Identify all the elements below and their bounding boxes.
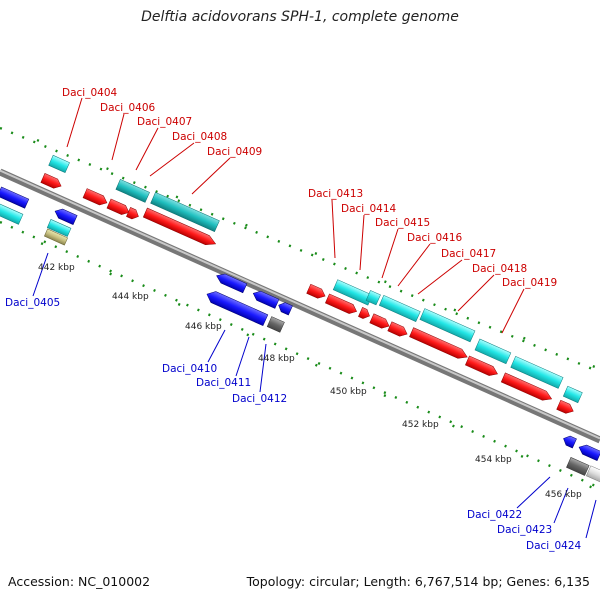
gene-daci-0413[interactable] xyxy=(306,283,328,300)
feature-cyan-left-edge[interactable] xyxy=(0,203,24,225)
gene-label-daci-0419[interactable]: Daci_0419 xyxy=(502,277,557,289)
reverse-features xyxy=(0,186,600,484)
gene-daci-0410-upper[interactable] xyxy=(215,271,248,294)
feature-cyan-0405[interactable] xyxy=(46,219,72,237)
gene-label-daci-0407[interactable]: Daci_0407 xyxy=(137,116,192,128)
genome-backbone xyxy=(0,168,600,444)
gene-label-daci-0411[interactable]: Daci_0411 xyxy=(196,377,251,389)
feature-teal-0409[interactable] xyxy=(150,191,220,233)
gene-label-daci-0409[interactable]: Daci_0409 xyxy=(207,146,262,158)
gene-daci-0424-light[interactable] xyxy=(586,465,600,484)
gene-label-daci-0405[interactable]: Daci_0405 xyxy=(5,297,60,309)
kbp-label: 456 kbp xyxy=(545,490,582,500)
callout-lines xyxy=(32,97,597,539)
gene-daci-0418[interactable] xyxy=(465,355,499,379)
accession-label: Accession: NC_010002 xyxy=(8,574,151,589)
feature-cyan-right-edge[interactable] xyxy=(562,385,583,404)
genome-summary: Topology: circular; Length: 6,767,514 bp… xyxy=(246,574,590,589)
gene-label-daci-0415[interactable]: Daci_0415 xyxy=(375,217,430,229)
gene-daci-0404[interactable] xyxy=(40,173,63,190)
gene-daci-0414[interactable] xyxy=(325,293,358,316)
gene-label-daci-0404[interactable]: Daci_0404 xyxy=(62,87,118,99)
gene-label-daci-0424[interactable]: Daci_0424 xyxy=(526,540,582,552)
gene-daci-0410[interactable] xyxy=(204,289,269,327)
gene-daci-0406[interactable] xyxy=(82,188,109,208)
map-title: Delftia acidovorans SPH-1, complete geno… xyxy=(141,9,459,25)
feature-cyan-0415[interactable] xyxy=(365,290,381,306)
gene-daci-0417[interactable] xyxy=(409,327,469,362)
kbp-label: 452 kbp xyxy=(402,420,439,430)
gene-daci-0412-gray[interactable] xyxy=(266,316,285,333)
gene-label-daci-0408[interactable]: Daci_0408 xyxy=(172,131,227,143)
feature-cyan-0419[interactable] xyxy=(510,356,564,389)
gene-left-edge-blue[interactable] xyxy=(0,186,30,209)
feature-olive-0405[interactable] xyxy=(43,228,69,246)
gene-daci-0412-upper[interactable] xyxy=(277,301,293,316)
gene-label-daci-0418[interactable]: Daci_0418 xyxy=(472,263,527,275)
gene-daci-0411-upper[interactable] xyxy=(251,289,280,309)
gene-label-daci-0406[interactable]: Daci_0406 xyxy=(100,102,156,114)
kbp-label: 450 kbp xyxy=(330,387,367,397)
feature-cyan-0416[interactable] xyxy=(378,294,421,322)
forward-gene-labels: Daci_0404 Daci_0406 Daci_0407 Daci_0408 … xyxy=(62,87,557,289)
feature-cyan-0418[interactable] xyxy=(474,338,512,365)
reverse-tick-track xyxy=(0,220,600,493)
gene-daci-0408[interactable] xyxy=(126,207,140,221)
forward-tick-track xyxy=(0,123,600,374)
kbp-labels: 442 kbp 444 kbp 446 kbp 448 kbp 450 kbp … xyxy=(38,263,582,500)
gene-label-daci-0417[interactable]: Daci_0417 xyxy=(441,248,496,260)
forward-features xyxy=(40,154,583,416)
kbp-label: 444 kbp xyxy=(112,292,149,302)
gene-label-daci-0416[interactable]: Daci_0416 xyxy=(407,232,463,244)
gene-daci-0405[interactable] xyxy=(53,207,78,225)
gene-daci-0417a[interactable] xyxy=(387,321,409,339)
kbp-label: 448 kbp xyxy=(258,354,295,364)
gene-right-edge[interactable] xyxy=(556,399,576,416)
gene-daci-0422[interactable] xyxy=(561,434,577,449)
feature-cyan-0404[interactable] xyxy=(48,154,70,173)
gene-daci-0423[interactable] xyxy=(577,443,600,461)
gene-daci-0416[interactable] xyxy=(369,313,391,331)
gene-label-daci-0423[interactable]: Daci_0423 xyxy=(497,524,552,536)
kbp-label: 442 kbp xyxy=(38,263,75,273)
feature-teal-0408[interactable] xyxy=(115,179,150,203)
gene-daci-0415[interactable] xyxy=(358,307,371,320)
reverse-gene-labels: Daci_0405 Daci_0410 Daci_0411 Daci_0412 … xyxy=(5,297,582,552)
gene-daci-0422-gray[interactable] xyxy=(566,457,590,476)
gene-label-daci-0413[interactable]: Daci_0413 xyxy=(308,188,363,200)
feature-cyan-0417[interactable] xyxy=(419,308,476,343)
kbp-label: 446 kbp xyxy=(185,322,222,332)
gene-daci-0407[interactable] xyxy=(106,198,131,217)
gene-daci-0409[interactable] xyxy=(142,207,217,248)
gene-label-daci-0412[interactable]: Daci_0412 xyxy=(232,393,287,405)
gene-label-daci-0414[interactable]: Daci_0414 xyxy=(341,203,397,215)
gene-label-daci-0410[interactable]: Daci_0410 xyxy=(162,363,217,375)
gene-label-daci-0422[interactable]: Daci_0422 xyxy=(467,509,522,521)
gene-daci-0419[interactable] xyxy=(500,372,553,404)
kbp-label: 454 kbp xyxy=(475,455,512,465)
